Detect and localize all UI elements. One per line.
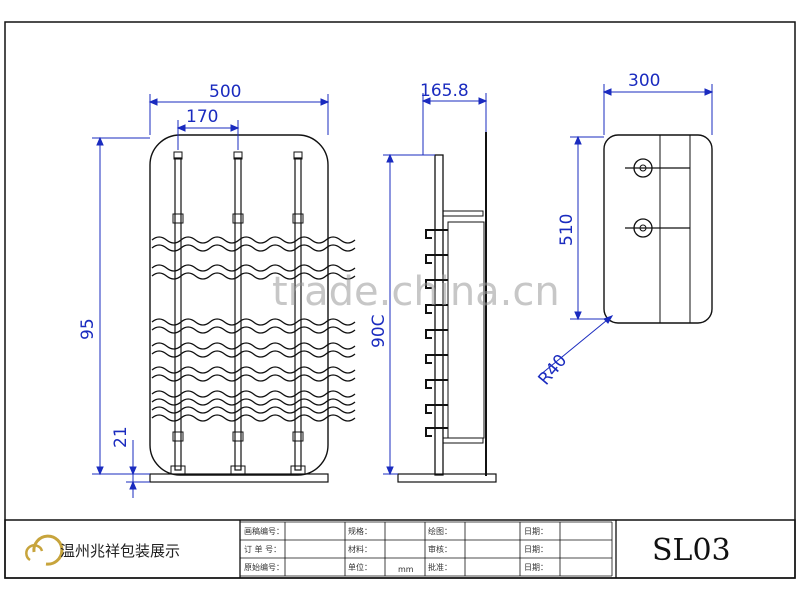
back-panel [603, 134, 713, 324]
dimension-lines [92, 84, 714, 498]
front-shelf-edge [151, 244, 356, 252]
front-rod [294, 157, 302, 471]
front-panel [149, 134, 329, 476]
front-rod-clamp [292, 213, 304, 224]
side-bracket-top [442, 210, 484, 217]
front-rod [234, 157, 242, 471]
front-shelf-edge [151, 398, 356, 406]
dim-back-width: 300 [628, 71, 660, 91]
front-shelf [151, 236, 356, 244]
front-view [149, 134, 356, 483]
front-rod [174, 157, 182, 471]
front-shelves [151, 236, 356, 422]
side-hook [425, 254, 448, 264]
back-fitting-bottom [625, 218, 690, 238]
front-shelf [151, 366, 356, 374]
title-grid-label: 单位： [348, 562, 372, 572]
dim-corner-radius: R40 [535, 351, 572, 389]
title-grid-label: 原始编号： [244, 562, 284, 572]
front-shelf [151, 406, 356, 414]
title-grid-label: 绘图： [428, 526, 452, 536]
front-shelf-edge [151, 272, 356, 280]
front-rod-clamp [232, 431, 244, 442]
front-shelf-edge [151, 374, 356, 382]
front-shelf-edge [151, 414, 356, 422]
front-shelf [151, 390, 356, 398]
front-rod-clamp [172, 431, 184, 442]
title-grid-label: 日期： [524, 527, 548, 536]
drawing-code: SL03 [652, 533, 731, 568]
company-logo [25, 534, 64, 566]
title-grid-label: 画稿编号： [244, 526, 284, 536]
unit-value: mm [398, 565, 414, 574]
title-grid-label: 日期： [524, 563, 548, 572]
title-grid-label: 规格： [348, 526, 372, 536]
side-hooks [425, 229, 448, 437]
side-hook [425, 379, 448, 389]
front-shelf [151, 264, 356, 272]
dim-back-height: 510 [557, 214, 577, 246]
side-hook [425, 404, 448, 414]
side-hook [425, 427, 448, 437]
front-rod-cap [173, 151, 183, 160]
side-hook [425, 329, 448, 339]
side-hook [425, 304, 448, 314]
title-grid-label: 批准： [428, 562, 452, 572]
dim-front-height: 95 [78, 318, 98, 340]
dim-side-depth: 165.8 [420, 81, 469, 101]
dim-side-height: 90C [369, 314, 389, 348]
title-block: 画稿编号： 规格： 绘图： 日期： 订 单 号： 材料： 审核： 日期： 原始编号： 单位： 批准：… [4, 519, 796, 579]
side-view [397, 132, 497, 483]
side-hook [425, 229, 448, 239]
back-view [603, 134, 713, 324]
title-grid-label: 审核： [428, 544, 452, 554]
front-rod-cap [293, 151, 303, 160]
front-rod-foot [290, 465, 306, 475]
side-hook [425, 354, 448, 364]
front-rod-foot [230, 465, 246, 475]
front-rods [170, 151, 306, 475]
title-grid-label: 订 单 号： [244, 544, 281, 554]
front-shelf [151, 342, 356, 350]
side-frame [447, 221, 485, 439]
front-shelf-edge [151, 326, 356, 334]
front-rod-clamp [232, 213, 244, 224]
side-post [434, 154, 444, 476]
front-rod-clamp [292, 431, 304, 442]
dim-front-width: 500 [209, 82, 241, 102]
front-shelf [151, 318, 356, 326]
dim-front-spacing: 170 [186, 107, 218, 127]
title-grid: 画稿编号： 规格： 绘图： 日期： 订 单 号： 材料： 审核： 日期： 原始编号： 单位： 批准：… [239, 521, 613, 577]
dim-front-bottom: 21 [111, 426, 131, 448]
side-base [397, 473, 497, 483]
title-grid-label: 材料： [348, 544, 372, 554]
company-name: 温州兆祥包装展示 [60, 542, 180, 560]
front-shelf-edge [151, 350, 356, 358]
front-rod-cap [233, 151, 243, 160]
title-grid-label: 日期： [524, 545, 548, 554]
back-fitting-top [625, 158, 690, 178]
front-rod-foot [170, 465, 186, 475]
front-rod-clamp [172, 213, 184, 224]
side-hook [425, 279, 448, 289]
side-bracket-bottom [442, 437, 484, 444]
watermark: trade.china.cn [272, 269, 560, 315]
